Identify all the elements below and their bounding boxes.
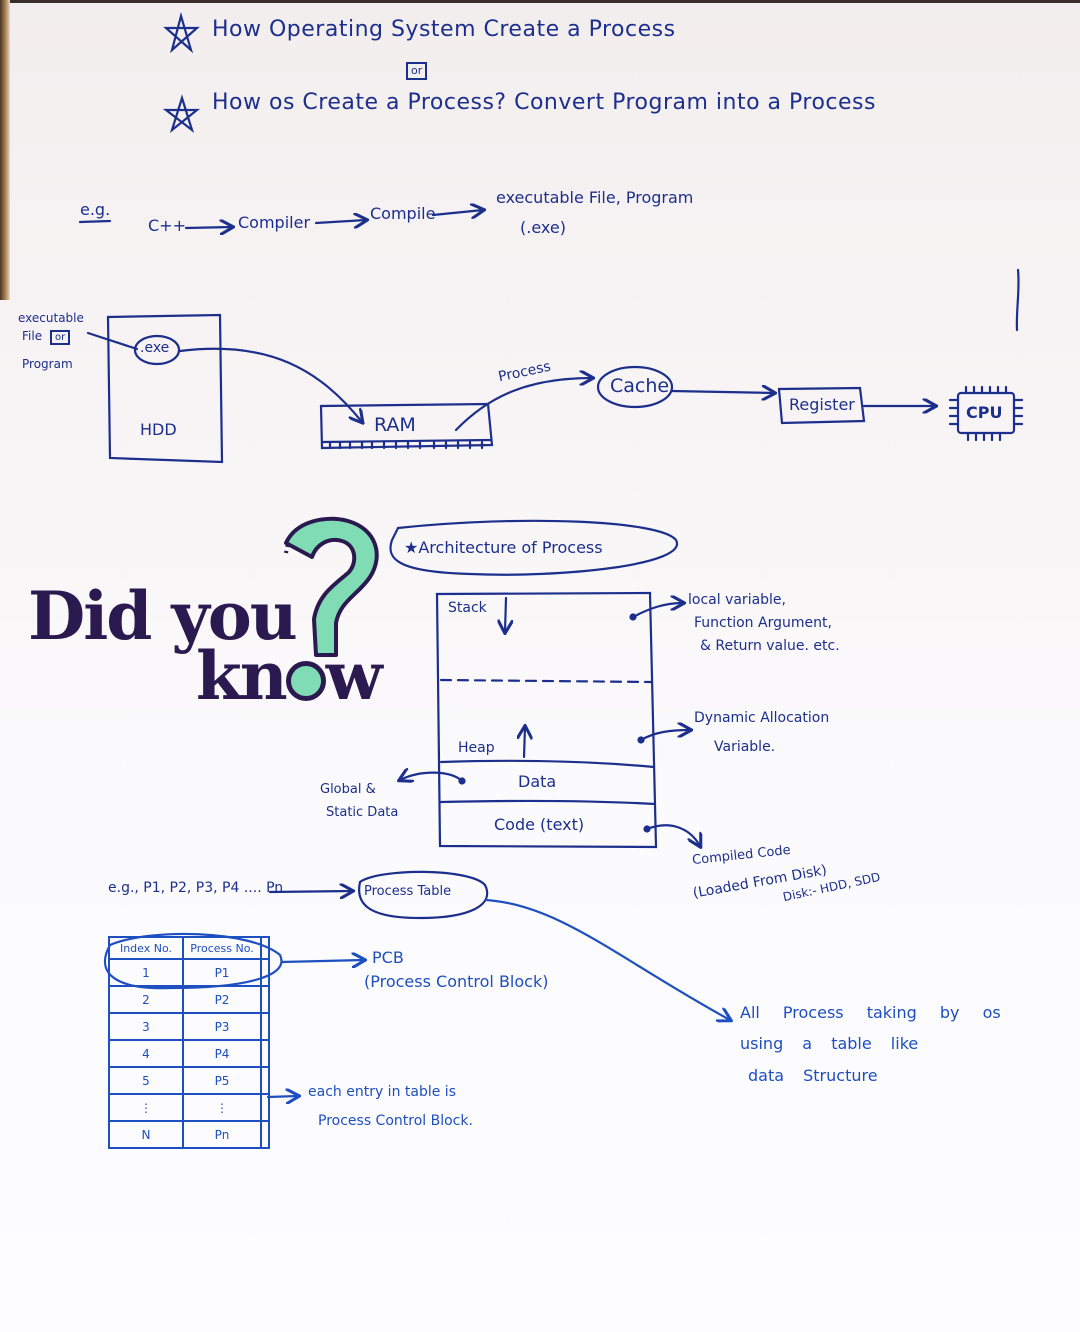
cell-index: 1: [108, 958, 184, 987]
exe-file-label: .exe: [140, 340, 170, 356]
column-header-index: Index No.: [108, 936, 184, 960]
small-star-icon: ★: [404, 538, 419, 557]
cell-process: P2: [182, 985, 262, 1014]
process-table-label: Process Table: [364, 884, 452, 899]
architecture-title: ★Architecture of Process: [404, 538, 603, 557]
data-note-1: Global &: [320, 782, 376, 797]
hdd-box: [106, 313, 224, 464]
file-label-program: Program: [22, 357, 73, 371]
cell-process: Pn: [182, 1120, 262, 1149]
cell-index: 5: [108, 1066, 184, 1095]
question-mark-icon: [284, 516, 379, 657]
entry-note-1: each entry in table is: [308, 1084, 456, 1100]
ram-label: RAM: [374, 414, 416, 436]
architecture-title-text: Architecture of Process: [418, 538, 603, 557]
data-note-2: Static Data: [326, 805, 399, 820]
column-header-blank: [260, 936, 270, 960]
heap-note-2: Variable.: [714, 739, 776, 755]
segment-stack: Stack: [448, 600, 487, 616]
entry-note-2: Process Control Block.: [318, 1113, 473, 1129]
flow-step-executable: executable File, Program: [496, 188, 694, 207]
table-header-row: Index No. Process No.: [108, 936, 270, 960]
cell-process: P3: [182, 1012, 262, 1041]
file-label-file: File: [22, 329, 43, 343]
stack-note-3: & Return value. etc.: [700, 638, 840, 654]
cpu-label: CPU: [966, 403, 1003, 422]
logo-text-did-you: Did you: [28, 577, 298, 655]
star-icon: [162, 94, 201, 134]
file-label-or: or: [50, 330, 71, 345]
cell-blank: [260, 1093, 270, 1122]
example-prefix: e.g.: [80, 200, 111, 219]
cell-process: P4: [182, 1039, 262, 1068]
pcb-title: PCB: [372, 948, 404, 967]
flow-step-compile: Compile: [370, 204, 436, 223]
segment-heap: Heap: [458, 740, 495, 756]
title-line-2: How os Create a Process? Convert Program…: [212, 90, 876, 115]
title-line-1: How Operating System Create a Process: [212, 17, 676, 42]
cache-label: Cache: [610, 375, 670, 397]
cell-blank: [260, 985, 270, 1014]
exe-extension-note: (.exe): [520, 218, 566, 237]
cell-index: ⋮: [108, 1093, 184, 1122]
process-label: Process: [496, 358, 553, 386]
cell-index: 4: [108, 1039, 184, 1068]
or-box-label: or: [406, 62, 428, 80]
cell-blank: [260, 1066, 270, 1095]
cell-index: 2: [108, 985, 184, 1014]
cell-process: ⋮: [182, 1093, 262, 1122]
photo-edge-left: [0, 0, 10, 300]
cell-blank: [260, 1120, 270, 1149]
os-note-2: using a table like: [740, 1034, 919, 1053]
cell-blank: [260, 1039, 270, 1068]
stack-note-1: local variable,: [688, 592, 786, 608]
cell-blank: [260, 1012, 270, 1041]
cell-index: 3: [108, 1012, 184, 1041]
heap-note-1: Dynamic Allocation: [694, 710, 830, 726]
column-header-process: Process No.: [182, 936, 262, 960]
hdd-label: HDD: [140, 420, 177, 439]
process-memory-box: [435, 591, 658, 849]
pcb-full-name: (Process Control Block): [364, 972, 549, 991]
photo-edge-top: [0, 0, 1080, 3]
logo-text-w: w: [325, 637, 383, 715]
star-icon: [163, 11, 200, 54]
cell-blank: [260, 958, 270, 987]
code-note-1: Compiled Code: [691, 842, 792, 869]
segment-data: Data: [518, 772, 557, 791]
process-list-example: e.g., P1, P2, P3, P4 .... Pn: [108, 880, 284, 896]
logo-text-kn: kn: [196, 637, 288, 715]
table-row: ⋮⋮: [108, 1093, 270, 1122]
stack-note-2: Function Argument,: [694, 615, 832, 631]
flow-step-cpp: C++: [148, 216, 186, 235]
cell-index: N: [108, 1120, 184, 1149]
segment-code: Code (text): [494, 815, 585, 834]
register-label: Register: [789, 395, 855, 414]
cell-process: P1: [182, 958, 262, 987]
cell-process: P5: [182, 1066, 262, 1095]
file-label-executable: executable: [18, 311, 84, 325]
flow-step-compiler: Compiler: [238, 213, 311, 232]
os-note-3: data Structure: [748, 1066, 878, 1085]
logo-o-circle: [285, 661, 326, 701]
os-note-1: All Process taking by os: [740, 1003, 1001, 1022]
